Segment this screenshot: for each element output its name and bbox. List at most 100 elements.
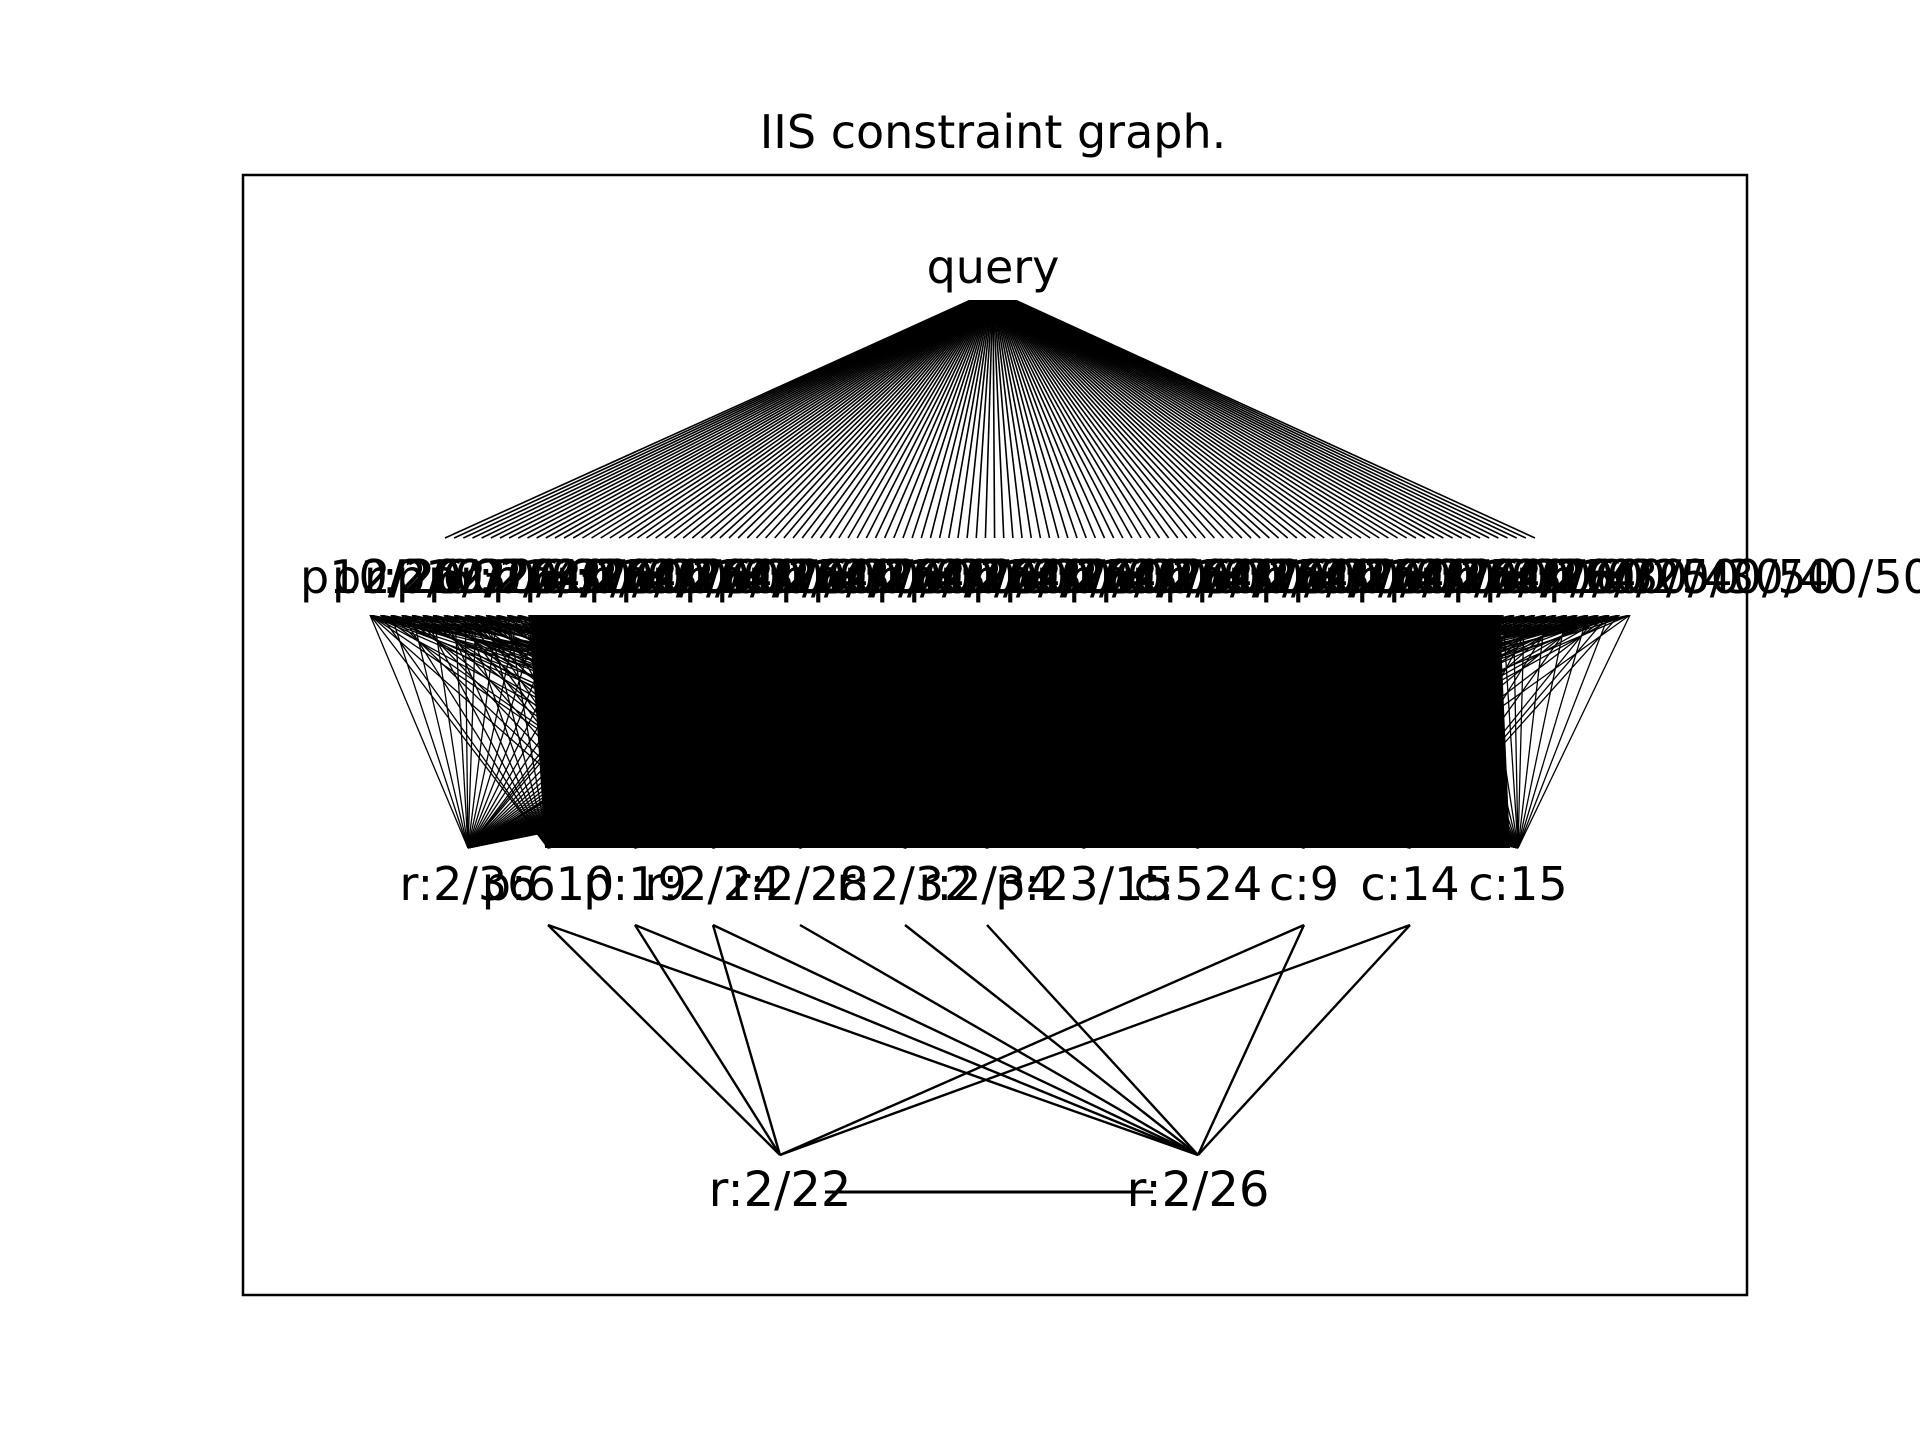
edge-middle-to-third — [454, 614, 469, 849]
edge-root-to-middle — [992, 289, 1170, 539]
node-label-middle: p10/20/30/40/50 — [684, 550, 1068, 604]
edge-root-to-middle — [883, 289, 994, 539]
node-label-query: query — [927, 240, 1060, 294]
edge-root-to-middle — [992, 289, 1362, 539]
edge-third-to-bottom — [711, 924, 782, 1156]
node-box-r:2/26 — [1153, 1162, 1243, 1222]
node-label-r:2/36: r:2/36 — [400, 857, 537, 911]
node-label-middle: r:2/60 — [940, 550, 1077, 604]
edge-root-to-middle — [992, 289, 1371, 539]
node-label-middle: p2/26 — [524, 550, 657, 604]
edge-root-to-middle — [992, 289, 1161, 539]
edge-root-to-middle — [856, 289, 994, 539]
node-box-r:2/24 — [675, 850, 751, 920]
edge-root-to-middle — [992, 289, 1014, 539]
edge-root-to-middle — [992, 289, 1124, 539]
edge-root-to-middle — [992, 289, 1243, 539]
node-label-middle: r:2/60 — [748, 550, 885, 604]
edge-root-to-middle — [902, 289, 994, 539]
edge-root-to-middle — [992, 289, 1316, 539]
edge-root-to-middle — [920, 289, 994, 539]
edge-root-to-middle — [829, 289, 994, 539]
edge-third-to-bottom — [547, 924, 781, 1156]
graph-title: IIS constraint graph. — [760, 105, 1227, 159]
node-label-p:23/15: p:23/15 — [995, 857, 1172, 911]
node-label-middle: p2/26 — [1292, 550, 1425, 604]
edge-middle-to-third — [464, 614, 549, 849]
edge-root-to-middle — [783, 289, 994, 539]
edge-middle-to-third — [485, 614, 549, 849]
edge-root-to-middle — [682, 289, 994, 539]
edge-root-to-middle — [992, 289, 1023, 539]
edge-root-to-middle — [992, 289, 1005, 539]
edge-root-to-middle — [847, 289, 994, 539]
edge-middle-to-third — [432, 614, 469, 849]
edge-middle-to-third — [369, 614, 469, 849]
node-label-middle: r:2/60 — [1132, 550, 1269, 604]
edge-root-to-middle — [618, 289, 994, 539]
edge-root-to-middle — [627, 289, 994, 539]
node-label-middle: p2/26 — [620, 550, 753, 604]
edge-third-to-bottom — [1196, 924, 1306, 1156]
node-label-middle: r:2/60 — [1516, 550, 1653, 604]
node-label-middle: p10/20/30/40/50 — [1068, 550, 1452, 604]
edge-root-to-middle — [710, 289, 994, 539]
edge-root-to-middle — [957, 289, 994, 539]
middle-layer-band — [300, 540, 1690, 615]
edge-root-to-middle — [581, 289, 994, 539]
node-box-c:524 — [1160, 850, 1236, 920]
node-label-middle: p10/20/30/40/50 — [780, 550, 1164, 604]
edge-root-to-middle — [992, 289, 1106, 539]
edge-root-to-middle — [947, 289, 994, 539]
edge-middle-to-third — [1517, 614, 1631, 849]
edge-root-to-middle — [992, 289, 1280, 539]
edge-root-to-middle — [992, 289, 1060, 539]
node-label-middle: p10/20/30/40/50 — [300, 550, 684, 604]
edge-root-to-middle — [992, 289, 1179, 539]
edge-root-to-middle — [992, 289, 996, 539]
edge-root-to-middle — [992, 289, 1042, 539]
node-box-query — [955, 270, 1031, 300]
edge-root-to-middle — [764, 289, 994, 539]
edge-root-to-middle — [774, 289, 994, 539]
edge-root-to-middle — [992, 289, 1380, 539]
node-label-middle: p2/26 — [1484, 550, 1617, 604]
node-label-c:9: c:9 — [1269, 857, 1339, 911]
edge-root-to-middle — [992, 289, 1325, 539]
node-label-p610: p:610 — [482, 857, 615, 911]
edge-root-to-middle — [992, 289, 1206, 539]
edge-third-to-bottom — [779, 923, 1305, 1157]
node-box-r:2/22 — [735, 1162, 825, 1222]
node-label-middle: p10/20/30/40/50 — [1164, 550, 1548, 604]
edge-middle-to-third — [467, 614, 519, 849]
edge-root-to-middle — [646, 289, 994, 539]
node-label-c:524: c:524 — [1134, 857, 1263, 911]
node-label-r:2/22: r:2/22 — [709, 1162, 852, 1218]
node-label-r:2/28: r:2/28 — [732, 857, 869, 911]
edge-root-to-middle — [719, 289, 994, 539]
edge-root-to-middle — [992, 289, 1142, 539]
edge-root-to-middle — [992, 289, 1087, 539]
nodes-layer — [300, 270, 1690, 1222]
edge-third-to-bottom — [633, 924, 782, 1156]
edge-root-to-middle — [966, 289, 994, 539]
edge-root-to-middle — [874, 289, 994, 539]
node-label-middle: p10/20/30/40/50 — [1260, 550, 1644, 604]
edge-middle-to-third — [390, 614, 469, 849]
edge-root-to-middle — [975, 289, 994, 539]
node-label-middle: r:2/60 — [364, 550, 501, 604]
edge-root-to-middle — [938, 289, 994, 539]
node-box-r:2/32 — [867, 850, 943, 920]
node-label-middle: p10/20/30/40/50 — [1356, 550, 1740, 604]
edge-root-to-middle — [992, 289, 1261, 539]
node-label-middle: r:2/60 — [1324, 550, 1461, 604]
edge-middle-to-third — [380, 614, 549, 849]
edge-root-to-middle — [992, 289, 1151, 539]
edge-root-to-middle — [992, 289, 1298, 539]
edge-third-to-bottom — [634, 923, 1199, 1157]
edge-root-to-middle — [664, 289, 994, 539]
node-label-middle: p2/26 — [332, 550, 465, 604]
node-label-r:2/26: r:2/26 — [1127, 1162, 1270, 1218]
edge-middle-to-third — [1517, 614, 1610, 849]
